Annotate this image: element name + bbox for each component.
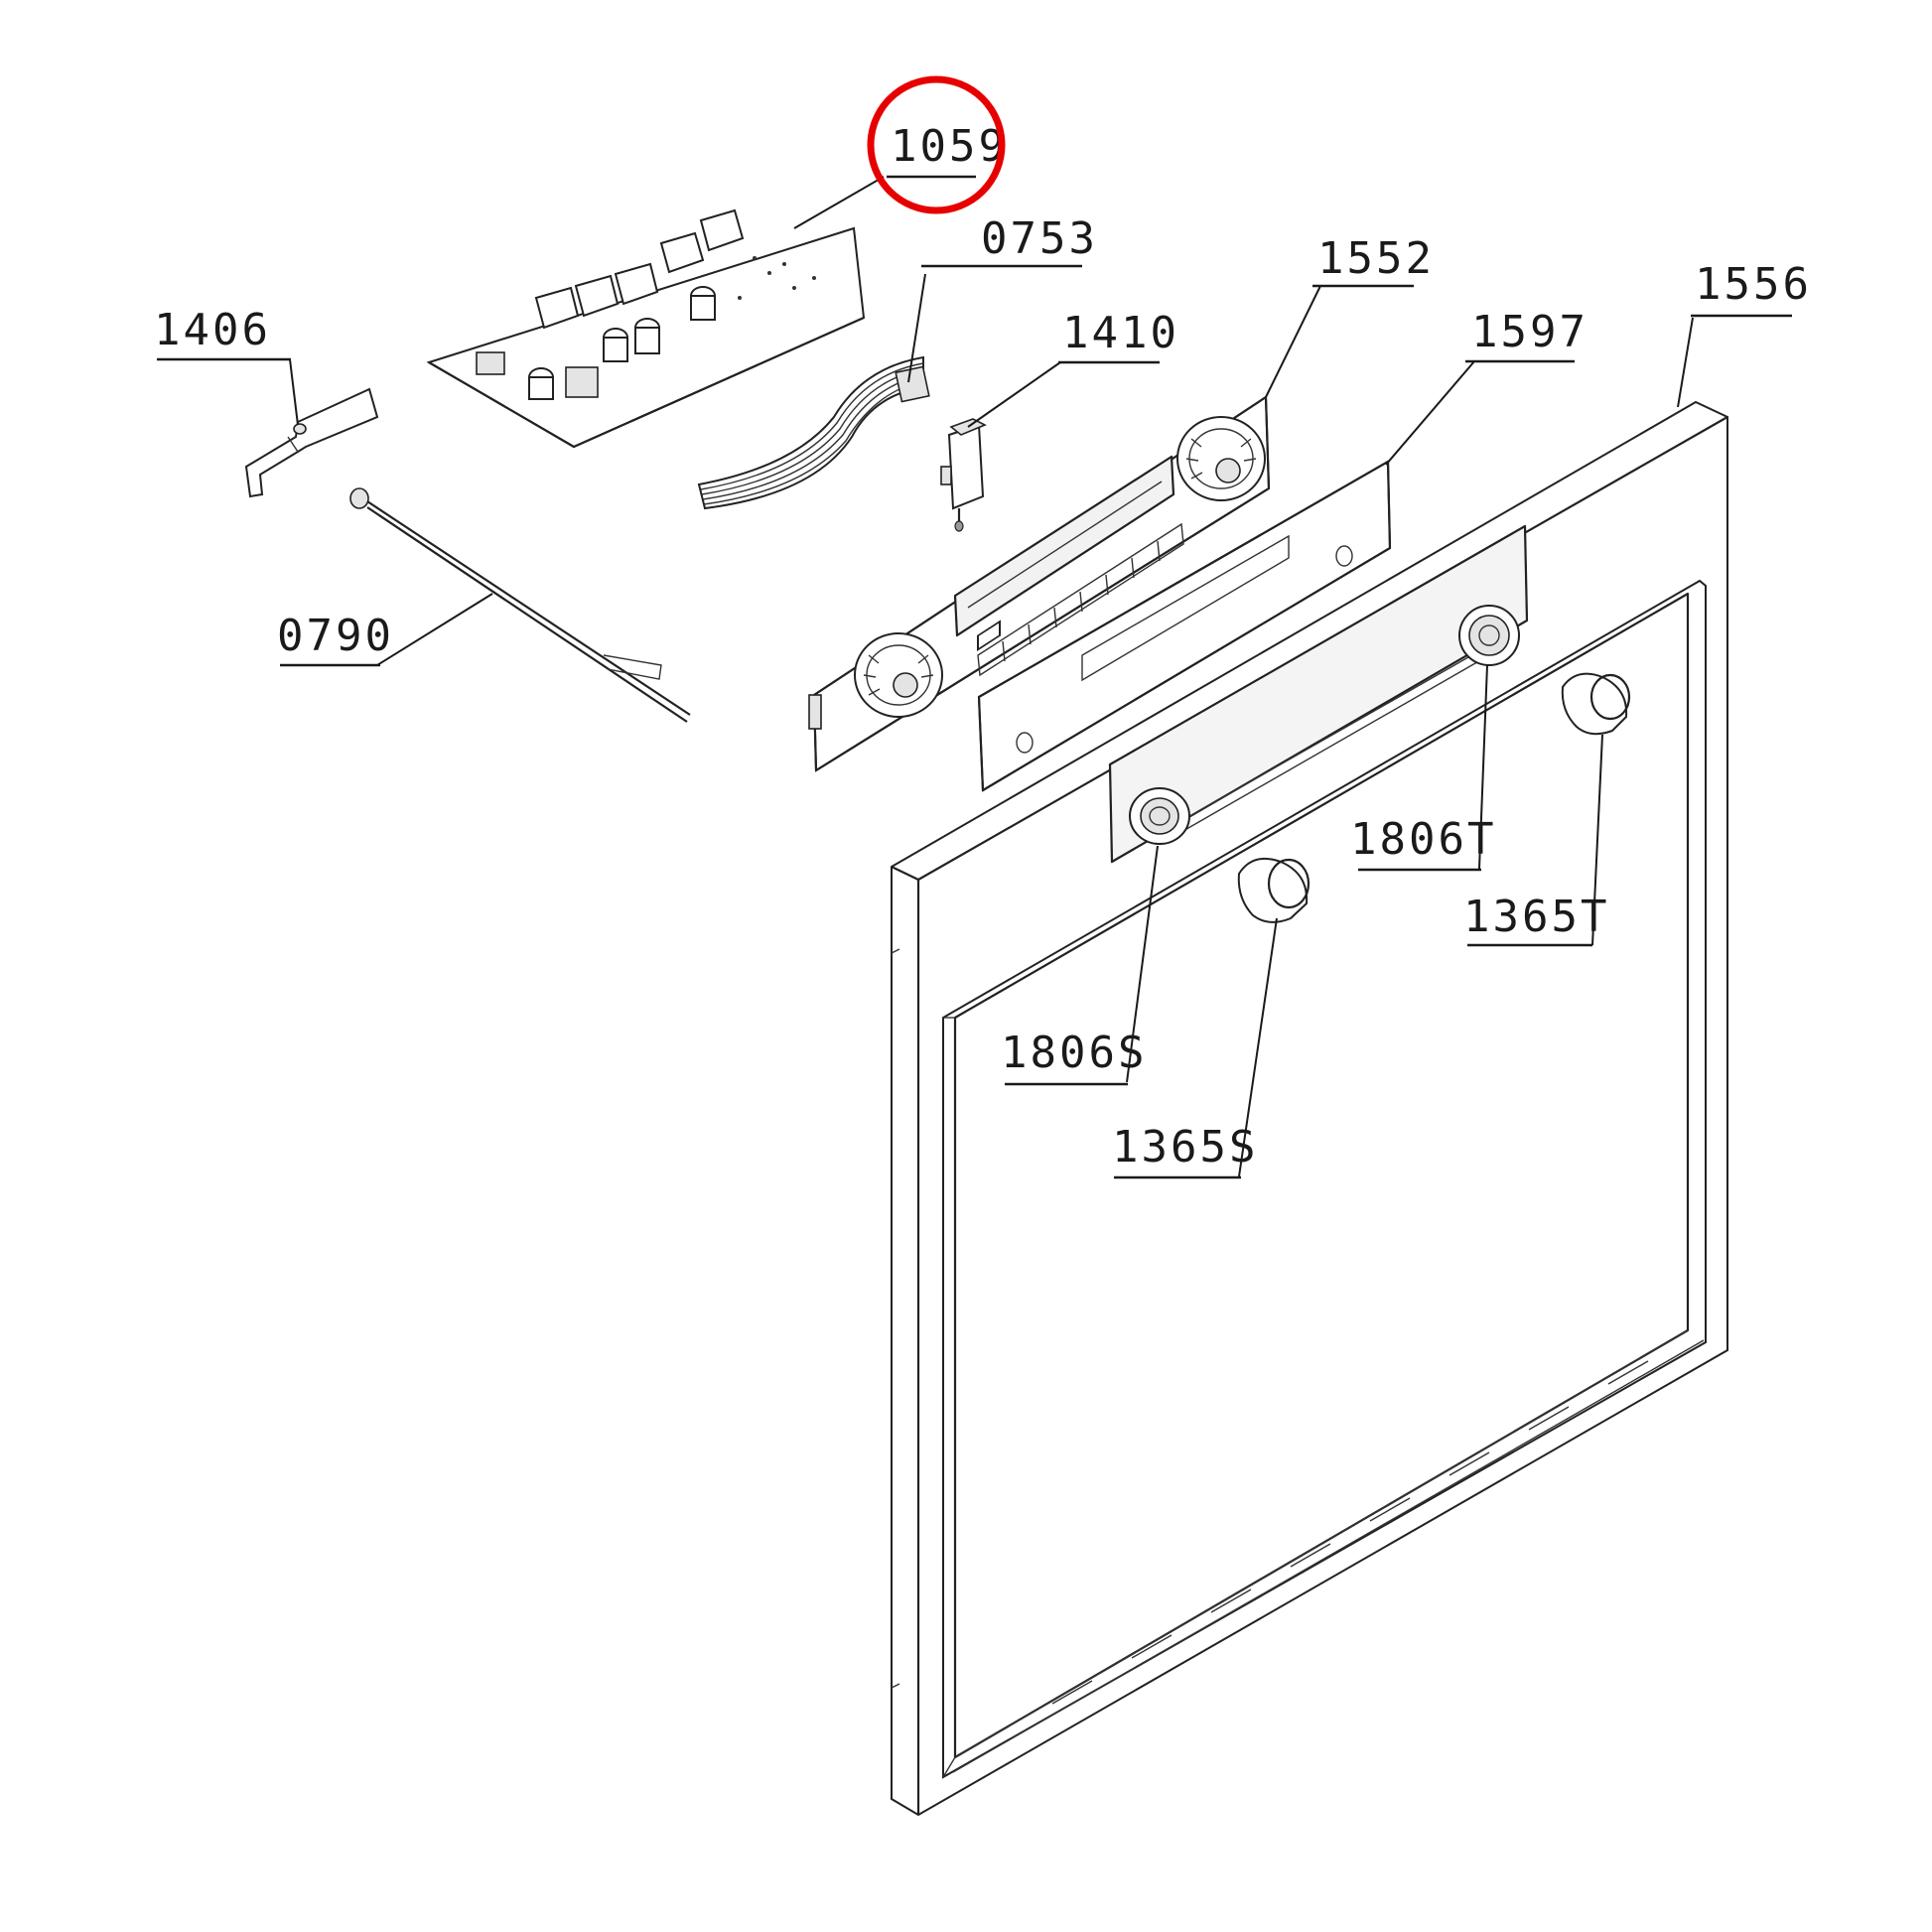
knob-right-part[interactable] bbox=[1561, 672, 1631, 736]
svg-text:0790: 0790 bbox=[277, 611, 394, 661]
switch-part[interactable] bbox=[940, 418, 987, 532]
control-board-part[interactable] bbox=[808, 395, 1271, 772]
svg-text:1365S: 1365S bbox=[1112, 1122, 1258, 1173]
knob-left-part[interactable] bbox=[1237, 858, 1311, 923]
probe-rod-part[interactable] bbox=[349, 487, 691, 723]
door-frame-part[interactable] bbox=[891, 400, 1728, 1817]
svg-text:1552: 1552 bbox=[1317, 233, 1435, 284]
svg-text:1597: 1597 bbox=[1471, 307, 1588, 357]
part-label-1410: 1410 bbox=[1058, 308, 1179, 364]
part-label-1406: 1406 bbox=[154, 305, 291, 361]
panel-overlay-part[interactable] bbox=[977, 460, 1392, 792]
svg-text:1806S: 1806S bbox=[1001, 1028, 1147, 1078]
part-label-1806T: 1806T bbox=[1350, 814, 1496, 872]
part-label-0753: 0753 bbox=[921, 213, 1098, 268]
ribbon-cable-part[interactable] bbox=[697, 355, 930, 510]
knob-bezel-left-part[interactable] bbox=[1129, 787, 1190, 845]
part-label-1597: 1597 bbox=[1465, 307, 1588, 363]
knob-bezel-right-part[interactable] bbox=[1458, 605, 1520, 666]
part-label-1365S: 1365S bbox=[1112, 1122, 1258, 1179]
svg-text:1365T: 1365T bbox=[1463, 892, 1609, 942]
svg-text:1406: 1406 bbox=[154, 305, 271, 355]
svg-text:1806T: 1806T bbox=[1350, 814, 1496, 865]
pcb-module-part[interactable] bbox=[426, 208, 866, 449]
svg-text:1410: 1410 bbox=[1062, 308, 1179, 358]
part-label-1059: 1059 bbox=[887, 121, 1008, 179]
svg-text:1556: 1556 bbox=[1695, 259, 1812, 310]
leader-lines bbox=[289, 176, 1694, 1177]
part-label-1556: 1556 bbox=[1691, 259, 1812, 318]
highlight-circle bbox=[867, 75, 1006, 214]
part-label-1365T: 1365T bbox=[1463, 892, 1609, 947]
control-recess bbox=[1108, 524, 1529, 864]
svg-text:1059: 1059 bbox=[891, 121, 1008, 172]
part-label-0790: 0790 bbox=[277, 611, 394, 667]
part-label-1552: 1552 bbox=[1312, 233, 1435, 288]
svg-text:0753: 0753 bbox=[981, 213, 1098, 264]
bracket-part[interactable] bbox=[244, 387, 379, 498]
part-label-1806S: 1806S bbox=[1001, 1028, 1147, 1086]
